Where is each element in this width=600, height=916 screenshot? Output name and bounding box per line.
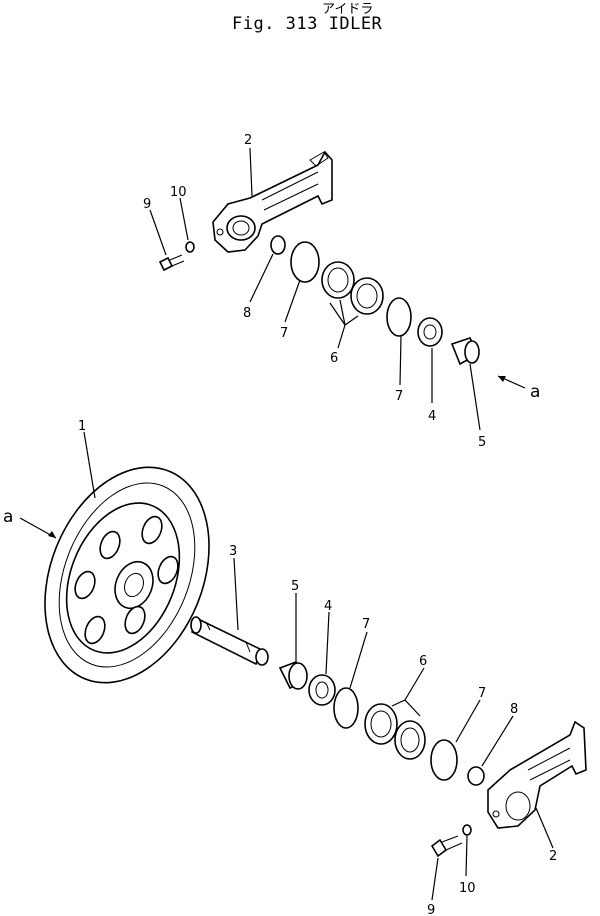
lower-ring-part-8 (467, 766, 485, 786)
label-lower-8: 8 (510, 702, 518, 717)
label-lower-1: 1 (78, 419, 86, 434)
label-lower-2: 2 (549, 849, 557, 864)
label-lower-9: 9 (427, 903, 435, 916)
label-lower-a: a (3, 507, 13, 527)
label-lower-5: 5 (291, 579, 299, 594)
upper-oring-part-7b (386, 297, 412, 337)
label-lower-6: 6 (419, 654, 427, 669)
lower-oring-part-7b (430, 739, 458, 781)
lower-bolt-part-9 (430, 835, 463, 858)
label-upper-a: a (530, 382, 540, 402)
label-upper-10: 10 (170, 185, 187, 200)
upper-oring-part-7a (290, 241, 320, 283)
label-upper-8: 8 (243, 306, 251, 321)
label-upper-7a: 7 (280, 326, 288, 341)
label-upper-2: 2 (244, 133, 252, 148)
label-upper-6: 6 (330, 351, 338, 366)
lower-bracket-part-2 (487, 720, 587, 829)
label-lower-4: 4 (324, 599, 332, 614)
upper-bushing-part-5 (450, 337, 480, 366)
upper-washer-part-10 (185, 241, 195, 253)
upper-seal-part-6 (321, 261, 384, 315)
label-upper-9: 9 (143, 197, 151, 212)
idler-wheel-part-1 (44, 466, 210, 684)
upper-bracket-part-2 (212, 150, 333, 253)
label-upper-5: 5 (478, 435, 486, 450)
label-lower-10: 10 (459, 881, 476, 896)
label-lower-7a: 7 (362, 617, 370, 632)
lower-washer-part-10 (462, 824, 472, 836)
lower-seal-part-6 (364, 703, 426, 760)
lower-bearing-part-4 (308, 674, 336, 706)
japanese-title: アイドラ (322, 2, 374, 17)
label-upper-7b: 7 (395, 389, 403, 404)
figure-title: Fig. 313 IDLER (232, 14, 383, 34)
label-upper-4: 4 (428, 409, 436, 424)
upper-assembly: 2 10 9 8 7 6 7 4 5 a (143, 133, 540, 450)
upper-ring-part-8 (270, 235, 286, 255)
lower-oring-part-7a (333, 687, 359, 729)
label-lower-3: 3 (229, 544, 237, 559)
upper-bolt-part-9 (158, 254, 185, 272)
lower-assembly: 1 a 3 5 4 7 6 7 8 2 10 9 (3, 419, 587, 916)
shaft-part-3 (190, 616, 269, 666)
upper-bearing-part-4 (417, 317, 443, 347)
label-lower-7b: 7 (478, 686, 486, 701)
lower-bushing-part-5 (278, 661, 308, 690)
